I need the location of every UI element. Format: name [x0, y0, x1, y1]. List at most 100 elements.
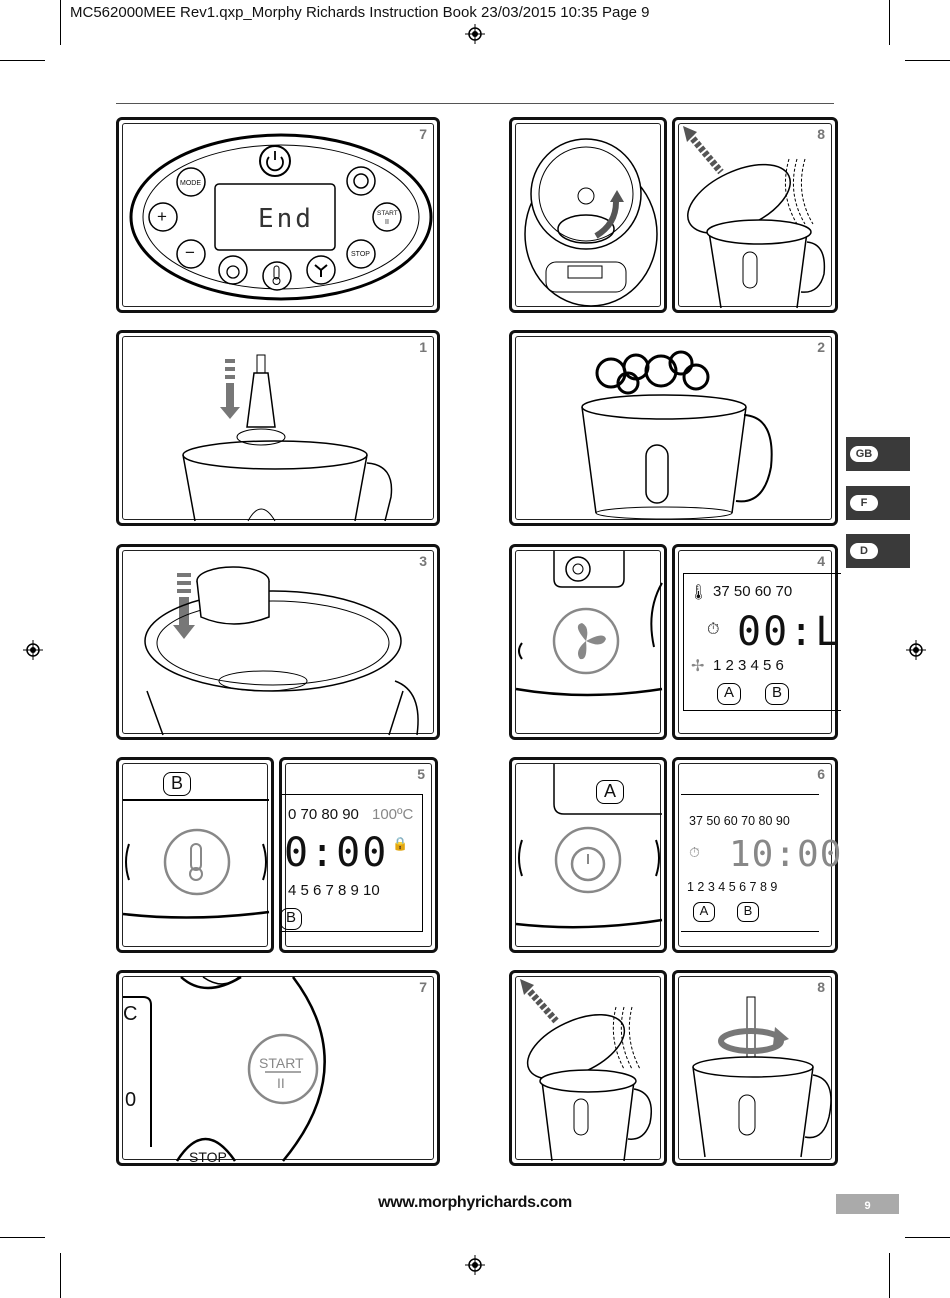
- crop-mark: [889, 1253, 890, 1298]
- panel-add-ingredients: 2: [509, 330, 838, 526]
- time-readout: 0:00: [284, 830, 389, 876]
- mode-label: MODE: [180, 180, 201, 187]
- plus-label: +: [157, 207, 167, 226]
- panel-lid-lift-2: [509, 970, 667, 1166]
- blade-icon: [565, 556, 591, 582]
- lift-arrow-icon: [686, 131, 724, 175]
- language-tab-gb[interactable]: GB: [846, 437, 910, 471]
- language-tab-d[interactable]: D: [846, 534, 910, 568]
- partial-temp-unit: C: [123, 1003, 138, 1025]
- button-b-label: B: [163, 772, 191, 796]
- speed-scale: 1 2 3 4 5 6: [713, 657, 784, 674]
- timer-icon: ⏱: [707, 621, 720, 638]
- lock-icon: 🔒: [392, 836, 409, 851]
- thermometer-icon: [163, 828, 231, 896]
- time-readout: 00:L: [737, 609, 842, 655]
- stop-label: STOP: [189, 1149, 227, 1165]
- blade-button: [346, 166, 376, 196]
- button-b-label: B: [765, 683, 789, 705]
- crop-mark: [905, 1237, 950, 1238]
- panel-timer-button: A: [509, 757, 667, 953]
- power-icon: [259, 145, 291, 177]
- crop-mark: [0, 1237, 45, 1238]
- step-number: 8: [817, 126, 825, 142]
- stop-label: STOP: [351, 251, 370, 258]
- step-number: 1: [419, 339, 427, 355]
- start-button: [247, 1033, 319, 1105]
- panel-timer-display: 6 37 50 60 70 80 90 ⏱ 10:00 1 2 3 4 5 6 …: [672, 757, 841, 953]
- crop-mark: [60, 1253, 61, 1298]
- registration-mark-icon: [906, 640, 926, 660]
- temperature-scale: 0 70 80 90: [288, 806, 359, 823]
- jug-rim: [182, 440, 368, 470]
- rotate-arrow-icon: [594, 201, 619, 239]
- start-label: START: [377, 210, 398, 217]
- step-number: 7: [419, 126, 427, 142]
- button-a-label: A: [596, 780, 624, 804]
- start-button: [372, 202, 402, 232]
- timer-icon: [218, 255, 248, 285]
- panel-blade-remove: 8: [672, 970, 838, 1166]
- speed-scale: 1 2 3 4 5 6 7 8 9: [687, 880, 778, 894]
- panel-lid-remove: [509, 117, 667, 313]
- down-arrow-icon: [226, 383, 234, 407]
- step-number: 2: [817, 339, 825, 355]
- panel-temp-display: 5 0 70 80 90 100ºC 0:00 🔒 4 5 6 7 8 9 10…: [279, 757, 438, 953]
- temperature-max: 100ºC: [372, 806, 414, 823]
- crop-mark: [905, 60, 950, 61]
- panel-speed-button: [509, 544, 667, 740]
- registration-mark-icon: [465, 24, 485, 44]
- panel-temp-button: B: [116, 757, 274, 953]
- panel-speed-display: 4 🌡 37 50 60 70 ⏱ 00:L ✢ 1 2 3 4 5 6 A B: [672, 544, 842, 740]
- crop-mark: [889, 0, 890, 45]
- registration-mark-icon: [465, 1255, 485, 1275]
- button-a-label: A: [693, 902, 715, 922]
- crop-mark: [0, 60, 45, 61]
- thermometer-icon: 🌡: [689, 584, 709, 601]
- button-b-label: B: [280, 908, 302, 930]
- lcd-display: [214, 183, 336, 251]
- lcd-readout: End: [258, 204, 314, 234]
- control-panel-outline: [129, 133, 433, 301]
- minus-button: [176, 239, 206, 269]
- speed-scale: 4 5 6 7 8 9 10: [288, 882, 380, 899]
- temperature-scale: 37 50 60 70: [713, 583, 793, 600]
- button-a-label: A: [717, 683, 741, 705]
- start-label: START: [259, 1055, 304, 1071]
- panel-start-zoom: 7 START II STOP C 0: [116, 970, 440, 1166]
- temperature-scale: 37 50 60 70 80 90: [689, 814, 790, 828]
- timer-icon: [554, 826, 622, 894]
- panel-insert-blade: 1: [116, 330, 440, 526]
- step-number: 6: [817, 766, 825, 782]
- website-url[interactable]: www.morphyrichards.com: [378, 1194, 572, 1211]
- jug-rim: [581, 394, 747, 420]
- jug-rim: [706, 219, 812, 245]
- panel-lid-lift: 8: [672, 117, 838, 313]
- plus-button: [148, 202, 178, 232]
- lcd-screen: [683, 573, 841, 711]
- lcd-screen: [282, 794, 423, 932]
- step-number: 8: [817, 979, 825, 995]
- lid-outline: [144, 590, 402, 692]
- blade-cap: [196, 580, 270, 625]
- speed-fan-icon: [552, 607, 620, 675]
- page-number: 9: [836, 1194, 899, 1214]
- mode-button: [176, 167, 206, 197]
- lift-arrow-icon: [523, 984, 559, 1024]
- button-b-label: B: [737, 902, 759, 922]
- step-number: 5: [417, 766, 425, 782]
- timer-icon: ⏱: [689, 844, 700, 860]
- language-tab-f[interactable]: F: [846, 486, 910, 520]
- time-readout: 10:00: [729, 834, 843, 875]
- down-arrow-icon: [179, 597, 189, 625]
- step-number: 7: [419, 979, 427, 995]
- pasta-spirals: [595, 350, 710, 395]
- panel-fit-lid: 3: [116, 544, 440, 740]
- registration-mark-icon: [23, 640, 43, 660]
- language-label: D: [850, 543, 878, 559]
- partial-digit: 0: [125, 1089, 137, 1111]
- blade-assembly: [246, 372, 276, 428]
- step-number: 4: [817, 553, 825, 569]
- panel-control-end: 7 End MODE + − START II STOP: [116, 117, 440, 313]
- lid-top-view: [530, 138, 642, 250]
